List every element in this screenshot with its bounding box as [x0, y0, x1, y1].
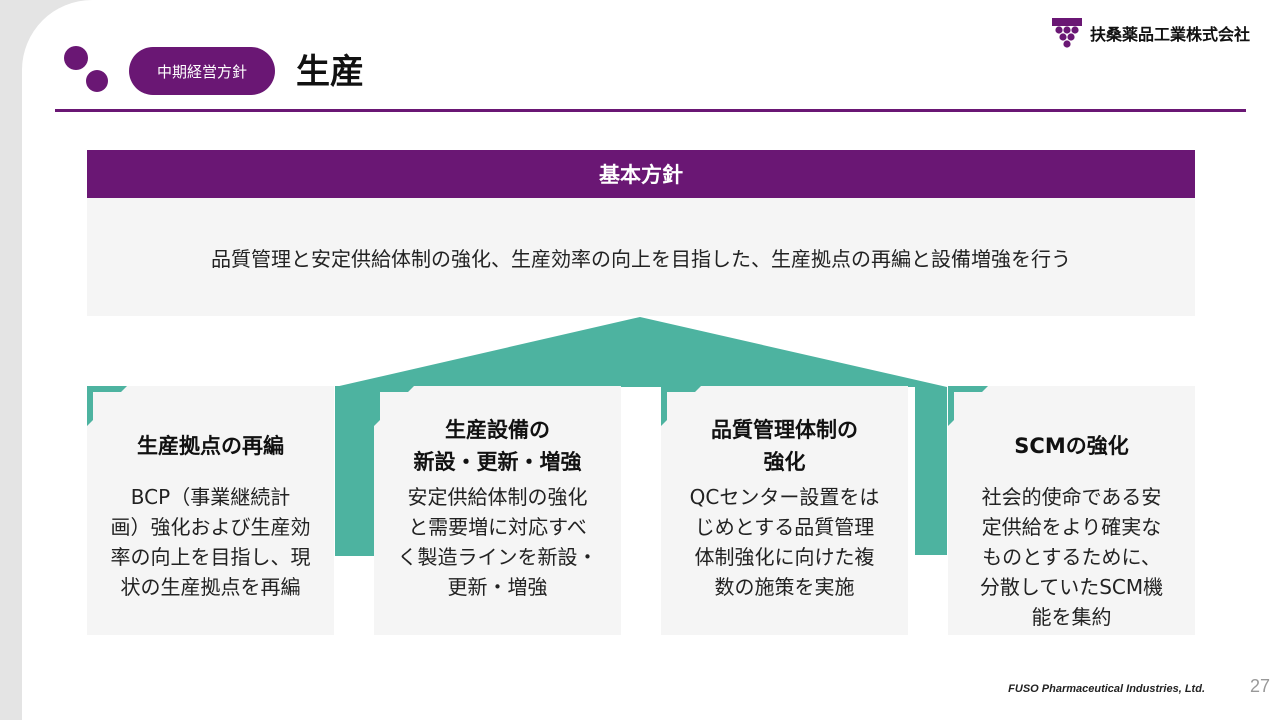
company-name: 扶桑薬品工業株式会社	[1089, 25, 1250, 44]
pillar-production-site-reorganization: 生産拠点の再編 BCP（事業継続計 画）強化および生産効 率の向上を目指し、現 …	[87, 386, 334, 635]
pillar-scm-strengthening: SCMの強化 社会的使命である安 定供給をより確実な ものとするために、 分散し…	[948, 386, 1195, 635]
pillar-description: 安定供給体制の強化 と需要増に対応すべ く製造ラインを新設・ 更新・増強	[397, 485, 598, 599]
page-title: 生産	[296, 52, 364, 92]
pillar-equipment-upgrade: 生産設備の 新設・更新・増強 安定供給体制の強化 と需要増に対応すべ く製造ライ…	[374, 386, 621, 635]
dot-large	[64, 46, 88, 70]
grape-logo-icon	[1051, 18, 1082, 48]
footer-brand: FUSO Pharmaceutical Industries, Ltd.	[1008, 683, 1205, 695]
corner-bracket-icon	[374, 386, 414, 426]
pillar-title: 品質管理体制の 強化	[711, 418, 858, 474]
pillar-title: SCMの強化	[1014, 434, 1129, 458]
header-divider	[55, 109, 1246, 112]
corner-bracket-icon	[948, 386, 988, 426]
pillar-description: BCP（事業継続計 画）強化および生産効 率の向上を目指し、現 状の生産拠点を再…	[110, 485, 311, 599]
page-number: 27	[1249, 676, 1270, 696]
pillar-description: 社会的使命である安 定供給をより確実な ものとするために、 分散していたSCM機…	[979, 485, 1164, 629]
policy-heading: 基本方針	[87, 150, 1195, 198]
policy-text: 品質管理と安定供給体制の強化、生産効率の向上を目指した、生産拠点の再編と設備増強…	[211, 246, 1071, 271]
pillar-title: 生産設備の 新設・更新・増強	[413, 418, 582, 474]
corner-bracket-icon	[87, 386, 127, 426]
dot-small	[86, 70, 108, 92]
slide: 中期経営方針 生産 扶桑薬品工業株式会社 基本方針 品質管理と安定供給体制の強化…	[22, 0, 1280, 720]
pillar-description: QCセンター設置をは じめとする品質管理 体制強化に向けた複 数の施策を実施	[689, 485, 880, 599]
section-tag: 中期経営方針	[129, 47, 275, 95]
decorative-dots	[64, 46, 112, 94]
pillar-title: 生産拠点の再編	[137, 434, 284, 458]
policy-statement: 品質管理と安定供給体制の強化、生産効率の向上を目指した、生産拠点の再編と設備増強…	[87, 198, 1195, 316]
company-brand: 扶桑薬品工業株式会社	[1050, 16, 1250, 50]
corner-bracket-icon	[661, 386, 701, 426]
pillar-quality-control: 品質管理体制の 強化 QCセンター設置をは じめとする品質管理 体制強化に向けた…	[661, 386, 908, 635]
